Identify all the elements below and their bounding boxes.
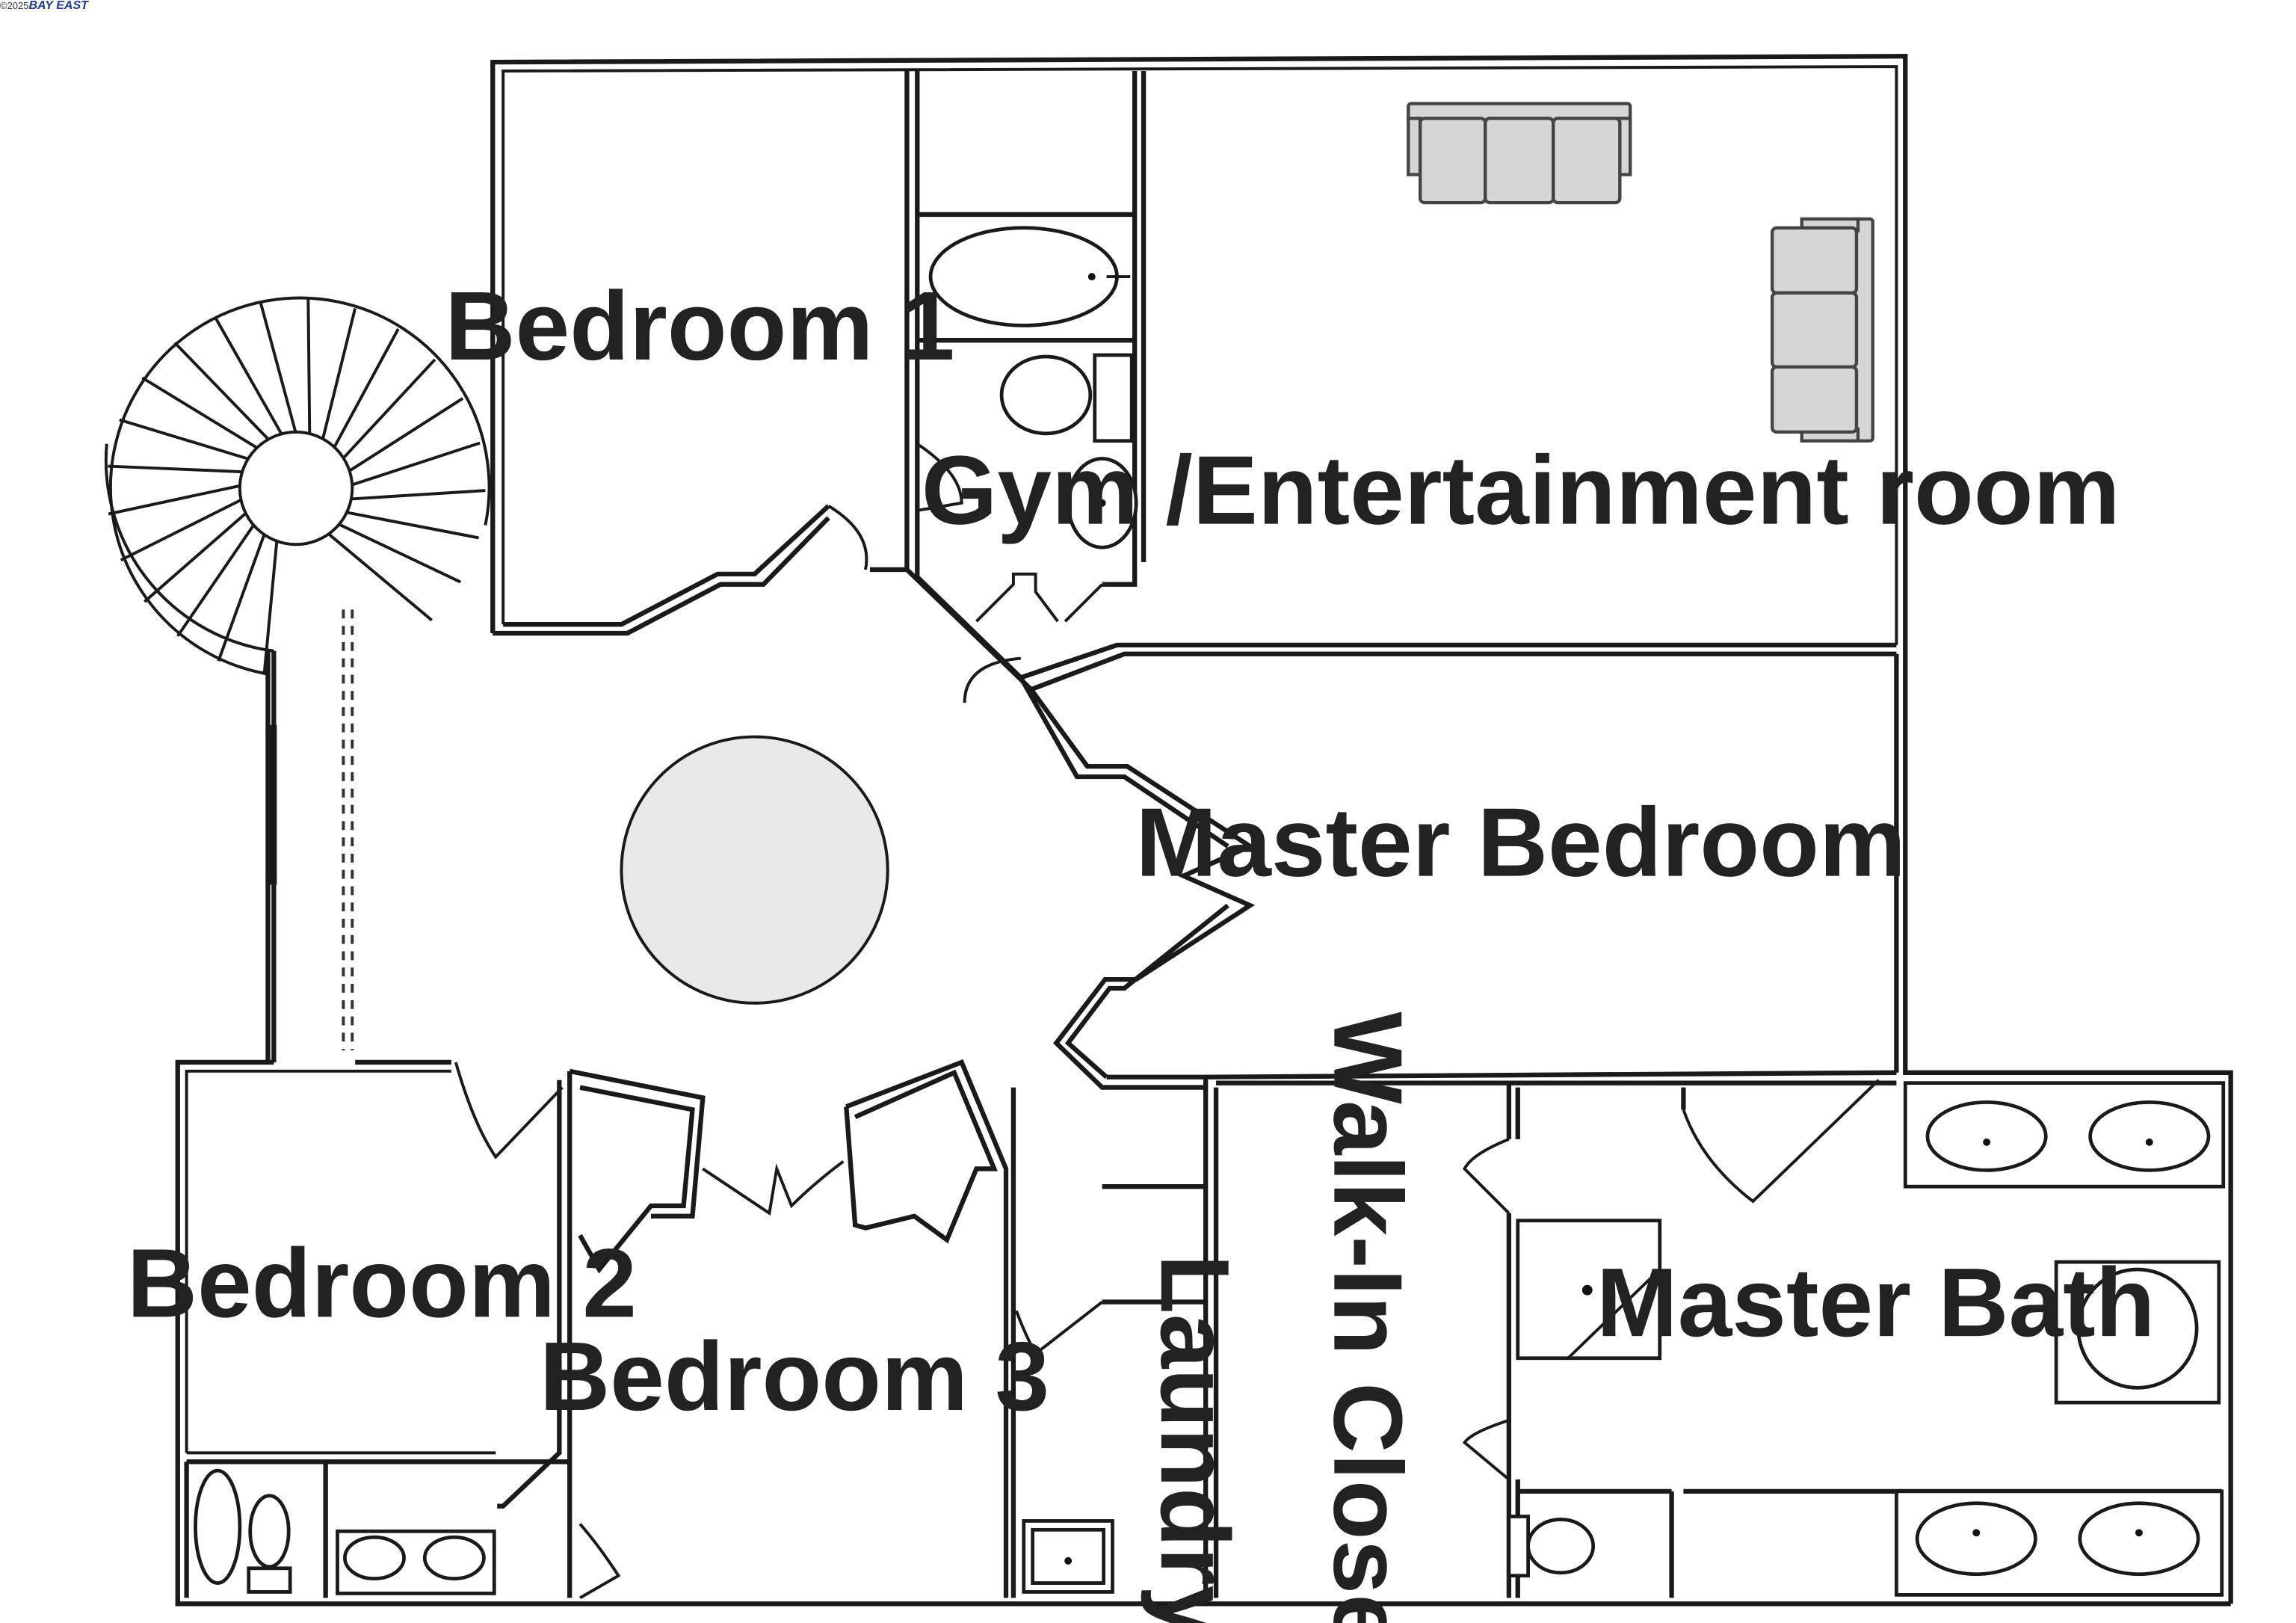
stair-tread: [342, 358, 436, 460]
stair-tread: [108, 484, 241, 516]
watermark-logo: ©2025BAY EAST: [0, 0, 88, 12]
bedroom2-toilet: [248, 1494, 291, 1569]
label-master-bedroom: Master Bedroom: [1135, 788, 1906, 897]
label-laundry: Laundry: [1141, 1254, 1250, 1623]
stair-tread: [214, 316, 283, 435]
label-bedroom-2: Bedroom 2: [127, 1228, 637, 1337]
toilet-bowl: [999, 354, 1093, 436]
gym-room: [1019, 102, 1897, 692]
closet-and-bath-walls: [1462, 1079, 2226, 1598]
central-hall-walls: [620, 567, 1256, 1090]
stair-tread: [173, 342, 270, 441]
stair-tread: [259, 301, 297, 433]
label-master-bath: Master Bath: [1596, 1248, 2155, 1357]
stair-tread: [351, 489, 486, 501]
stair-tread: [321, 307, 357, 440]
label-walkin-closet: Walk-In Closet: [1313, 1011, 1422, 1623]
stair-tread: [217, 534, 266, 662]
bedroom2-tub: [194, 1468, 242, 1585]
stair-tread: [338, 523, 461, 584]
spiral-staircase: [104, 296, 491, 675]
stair-tread: [120, 498, 242, 562]
label-bedroom-1: Bedroom 1: [445, 271, 954, 381]
master-bedroom-walls: [1106, 653, 1899, 1598]
bedroom-2-walls: [184, 1062, 621, 1600]
label-bedroom-3: Bedroom 3: [540, 1322, 1049, 1431]
master-toilet: [1526, 1518, 1596, 1575]
stair-tread: [348, 397, 464, 472]
stair-tread: [327, 532, 433, 622]
round-table: [620, 735, 889, 1005]
sofa-side: [1770, 217, 1874, 443]
corridor-railing: [265, 609, 354, 1062]
watermark-brand: BAY EAST: [28, 0, 88, 12]
bedroom-3-walls: [569, 1059, 1009, 1598]
watermark-prefix: ©2025: [0, 0, 29, 11]
label-gym: Gym /Entertainment room: [922, 436, 2120, 545]
toilet-tank: [1093, 353, 1134, 443]
stair-tread: [346, 511, 479, 540]
stair-tread: [141, 376, 258, 449]
stair-tread: [143, 512, 247, 603]
stair-tread: [119, 418, 249, 461]
stair-tread: [333, 327, 400, 449]
sofa-top: [1407, 102, 1632, 205]
outer-walls: [175, 54, 2233, 1607]
hall-bathroom: [917, 70, 1147, 623]
stair-tread: [306, 299, 312, 434]
stair-tread: [176, 524, 255, 637]
laundry-area: [1010, 1087, 1206, 1598]
stair-tread: [351, 441, 481, 487]
room-labels: Bedroom 1 Gym /Entertainment room Master…: [127, 271, 2155, 1623]
stair-tread: [108, 464, 243, 474]
